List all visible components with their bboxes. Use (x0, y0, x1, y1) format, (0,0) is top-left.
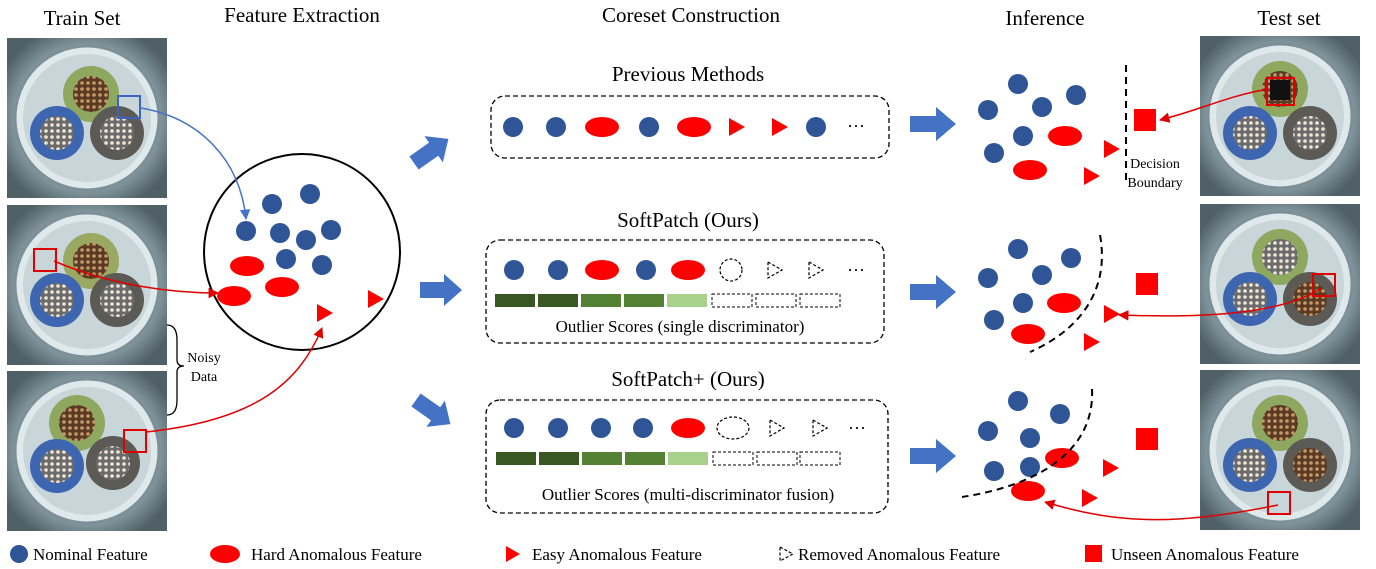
unseen-anomaly-square-icon (1085, 545, 1102, 562)
row3-score-caption: Outlier Scores (multi-discriminator fusi… (542, 485, 834, 504)
inference-3 (961, 388, 1158, 507)
block-arrows-left (409, 136, 462, 427)
row3-ellipsis: ··· (848, 418, 866, 438)
removed-anomaly-triangle-icon (779, 545, 795, 563)
block-arrow-inf-2 (910, 275, 956, 309)
decision-boundary-label-1: Decision (1130, 157, 1180, 172)
legend-label-hard: Hard Anomalous Feature (251, 545, 422, 564)
train-image-1 (5, 36, 169, 200)
row3-title: SoftPatch+ (Ours) (611, 367, 765, 391)
inference-1: Decision Boundary (978, 65, 1183, 191)
feature-space (203, 153, 401, 351)
noisy-data-brace (166, 324, 185, 416)
connector-arrow-test-1 (1158, 88, 1270, 123)
connector-arrow-train-2 (53, 260, 220, 299)
header-feature-extraction: Feature Extraction (224, 3, 380, 27)
inference-2 (978, 234, 1158, 353)
legend-label-removed: Removed Anomalous Feature (798, 545, 1000, 564)
block-arrows-right (910, 107, 956, 473)
row1-ellipsis: ··· (847, 116, 865, 136)
header-test-set: Test set (1257, 6, 1320, 30)
block-arrow-inf-1 (910, 107, 956, 141)
row2-coreset-box: ··· Outlier Scores (single discriminator… (485, 239, 885, 344)
row2-ellipsis: ··· (847, 260, 865, 280)
row1-title: Previous Methods (612, 62, 764, 86)
legend-label-nominal: Nominal Feature (33, 545, 148, 564)
legend: Nominal Feature Hard Anomalous Feature E… (10, 545, 1299, 564)
test-image-3 (1198, 368, 1362, 532)
decision-boundary-label-2: Boundary (1127, 176, 1182, 191)
header-coreset-construction: Coreset Construction (602, 3, 780, 27)
row2-title: SoftPatch (Ours) (617, 208, 759, 232)
noisy-data-label-1: Noisy (187, 351, 220, 366)
nominal-dot-icon (10, 545, 28, 563)
legend-label-easy: Easy Anomalous Feature (532, 545, 702, 564)
test-image-1 (1198, 34, 1362, 198)
header-inference: Inference (1005, 6, 1084, 30)
easy-anomaly-triangle-icon (506, 546, 520, 562)
block-arrow-row3 (411, 393, 451, 427)
connector-arrow-train-3 (145, 327, 324, 433)
block-arrow-inf-3 (910, 439, 956, 473)
legend-label-unseen: Unseen Anomalous Feature (1111, 545, 1299, 564)
noisy-data-label-2: Data (191, 370, 218, 385)
block-arrow-row1 (409, 136, 449, 170)
row2-score-caption: Outlier Scores (single discriminator) (556, 317, 805, 336)
connector-arrow-test-2 (1117, 287, 1323, 321)
test-image-2 (1198, 202, 1362, 366)
row3-coreset-box: ··· Outlier Scores (multi-discriminator … (485, 399, 889, 514)
connector-arrow-test-3 (1043, 499, 1279, 521)
block-arrow-row2 (420, 274, 462, 306)
connector-arrow-train-1 (140, 107, 251, 221)
train-image-2 (5, 203, 169, 367)
train-image-3 (5, 369, 169, 533)
hard-anomaly-ellipse-icon (210, 545, 240, 563)
header-train-set: Train Set (44, 6, 121, 30)
row1-coreset-box: ··· (490, 95, 890, 159)
